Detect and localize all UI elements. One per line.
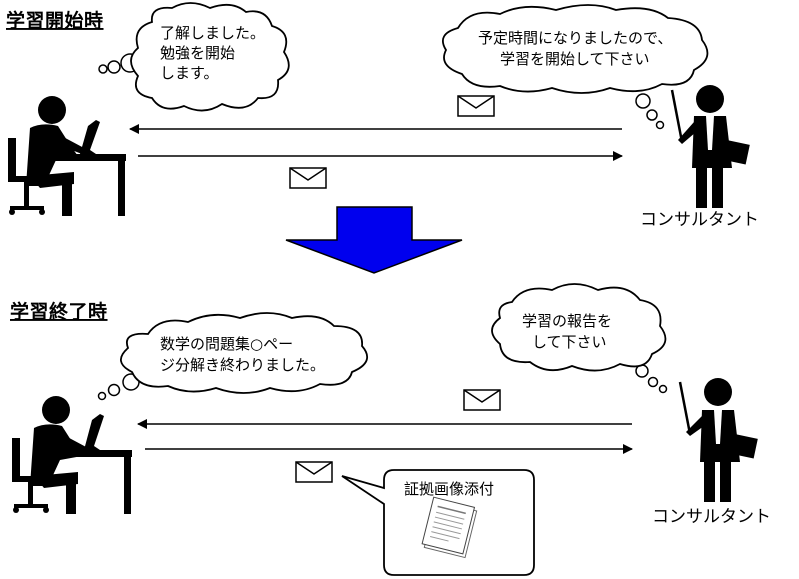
document-icon bbox=[421, 496, 478, 559]
envelope-icon bbox=[289, 167, 327, 189]
consultant-thought-bubble-end: 学習の報告を して下さい bbox=[491, 283, 668, 394]
student-bubble-line-2: 勉強を開始 bbox=[160, 44, 235, 62]
consultant-bubble-line-2: 学習を開始して下さい bbox=[500, 50, 650, 68]
student-thought-bubble-end: 数学の問題集○ペー ジ分解き終わりました。 bbox=[97, 312, 369, 401]
student-at-desk-figure-start bbox=[8, 96, 126, 216]
student-at-desk-figure-end bbox=[12, 396, 132, 514]
student-bubble-line-3: します。 bbox=[160, 64, 219, 82]
consultant-bubble-line-1: 予定時間になりましたので、 bbox=[478, 29, 672, 47]
student-bubble-line-1: 了解しました。 bbox=[160, 24, 265, 42]
consultant-label-end: コンサルタント bbox=[652, 507, 771, 527]
envelope-icon bbox=[463, 389, 501, 411]
section-start: 学習開始時 了解しました。 勉強を開始 します。 予定時間になりましたので、 学… bbox=[6, 2, 759, 230]
down-arrow-icon bbox=[285, 206, 463, 274]
heading-end: 学習終了時 bbox=[10, 300, 108, 323]
heading-start: 学習開始時 bbox=[6, 9, 104, 32]
consultant-figure-end: コンサルタント bbox=[652, 378, 771, 527]
student-thought-bubble-start: 了解しました。 勉強を開始 します。 bbox=[98, 2, 290, 112]
attachment-callout: 証拠画像添付 bbox=[341, 469, 535, 576]
consultant-thought-bubble-start: 予定時間になりましたので、 学習を開始して下さい bbox=[442, 4, 709, 130]
consultant-bubble-line-1: 学習の報告を bbox=[522, 312, 612, 330]
consultant-label-start: コンサルタント bbox=[640, 210, 759, 230]
attachment-caption: 証拠画像添付 bbox=[404, 480, 494, 498]
student-bubble-line-2: ジ分解き終わりました。 bbox=[160, 356, 325, 374]
student-bubble-line-1: 数学の問題集○ペー bbox=[160, 335, 293, 353]
envelope-icon bbox=[457, 95, 495, 117]
section-end: 学習終了時 数学の問題集○ペー ジ分解き終わりました。 学習の報告を して下さい bbox=[10, 283, 771, 576]
consultant-figure-start: コンサルタント bbox=[640, 85, 759, 230]
consultant-bubble-line-2: して下さい bbox=[532, 333, 607, 351]
envelope-icon bbox=[295, 461, 333, 483]
